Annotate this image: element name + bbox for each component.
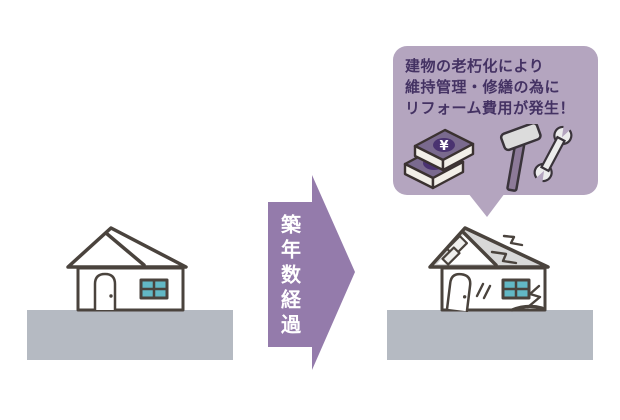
ground-left [27, 310, 233, 360]
roof-gable-line [104, 231, 146, 267]
wrench-shaft [539, 135, 567, 173]
roof-gable-line [462, 231, 498, 267]
time-arrow [268, 175, 355, 370]
wrench-notch-bottom [533, 170, 545, 186]
house-door [445, 272, 472, 312]
wrench-notch-top [561, 122, 573, 138]
roof-crack-1 [502, 234, 524, 247]
time-arrow-label: 築年数経過 [277, 213, 302, 339]
yen-symbol: ¥ [439, 139, 448, 154]
wrench-icon [533, 122, 573, 186]
hammer-icon [499, 124, 542, 192]
aged-house-illustration [428, 226, 550, 312]
money-stack-icon: ¥ [403, 128, 475, 190]
speech-bubble-tail [468, 193, 505, 217]
bubble-text-line1: 建物の老朽化により [405, 57, 545, 75]
money-bottom-side-right [431, 160, 465, 190]
house-roof [66, 226, 188, 269]
door-handle [109, 294, 113, 298]
house-door [93, 272, 117, 312]
ground-right [387, 310, 593, 360]
time-arrow-shape [268, 175, 355, 370]
wall-crack [526, 284, 542, 309]
new-house-illustration [66, 226, 188, 312]
roof-patch [441, 235, 468, 266]
roof-crack-2 [490, 250, 518, 265]
wall-slash-1 [475, 282, 485, 298]
door-handle [462, 295, 467, 299]
hammer-head [499, 124, 542, 152]
speech-bubble-text: 建物の老朽化により 維持管理・修繕の為に リフォーム費用が発生！ [393, 46, 598, 119]
money-top-side-right [441, 142, 475, 172]
bubble-text-line3: リフォーム費用が発生！ [405, 99, 576, 117]
bubble-text-line2: 維持管理・修繕の為に [405, 78, 561, 96]
wall-slash-2 [482, 284, 492, 300]
base-damage [510, 304, 544, 312]
money-top-seal [433, 138, 455, 152]
